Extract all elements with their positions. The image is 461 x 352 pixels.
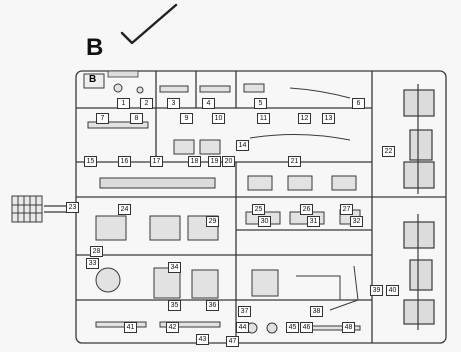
part-number-4: 4	[202, 98, 215, 109]
sprue-letter: B	[86, 34, 104, 61]
part-number-13: 13	[322, 113, 335, 124]
part-number-41: 41	[124, 322, 137, 333]
part-number-26: 26	[300, 204, 313, 215]
part-number-36: 36	[206, 300, 219, 311]
part-number-45: 45	[286, 322, 299, 333]
part-number-38: 38	[310, 306, 323, 317]
part-number-31: 31	[307, 216, 320, 227]
part-number-1: 1	[117, 98, 130, 109]
part-number-15: 15	[84, 156, 97, 167]
part-number-17: 17	[150, 156, 163, 167]
part-number-24: 24	[118, 204, 131, 215]
part-number-6: 6	[352, 98, 365, 109]
part-number-34: 34	[168, 262, 181, 273]
part-number-40: 40	[386, 285, 399, 296]
part-number-22: 22	[382, 146, 395, 157]
part-number-9: 9	[180, 113, 193, 124]
check-mark-icon	[120, 3, 178, 45]
part-number-39: 39	[370, 285, 383, 296]
part-number-21: 21	[288, 156, 301, 167]
part-number-30: 30	[258, 216, 271, 227]
part-number-32: 32	[350, 216, 363, 227]
part-number-35: 35	[168, 300, 181, 311]
part-number-20: 20	[222, 156, 235, 167]
part-number-11: 11	[257, 113, 270, 124]
part-number-8: 8	[130, 113, 143, 124]
part-number-18: 18	[188, 156, 201, 167]
part-number-33: 33	[86, 258, 99, 269]
part-number-10: 10	[212, 113, 225, 124]
part-number-47: 47	[226, 336, 239, 347]
part-number-42: 42	[166, 322, 179, 333]
sprue-tag-label: B	[89, 74, 97, 85]
part-number-12: 12	[298, 113, 311, 124]
part-number-27: 27	[340, 204, 353, 215]
part-number-44: 44	[236, 322, 249, 333]
part-number-2: 2	[140, 98, 153, 109]
part-number-28: 28	[90, 246, 103, 257]
part-number-3: 3	[167, 98, 180, 109]
part-number-29: 29	[206, 216, 219, 227]
part-number-16: 16	[118, 156, 131, 167]
part-number-5: 5	[254, 98, 267, 109]
part-number-14: 14	[236, 140, 249, 151]
part-number-37: 37	[238, 306, 251, 317]
part-number-48: 48	[342, 322, 355, 333]
part-number-46: 46	[300, 322, 313, 333]
part-number-19: 19	[208, 156, 221, 167]
part-number-43: 43	[196, 334, 209, 345]
part-number-25: 25	[252, 204, 265, 215]
part-number-7: 7	[96, 113, 109, 124]
part-number-23: 23	[66, 202, 79, 213]
